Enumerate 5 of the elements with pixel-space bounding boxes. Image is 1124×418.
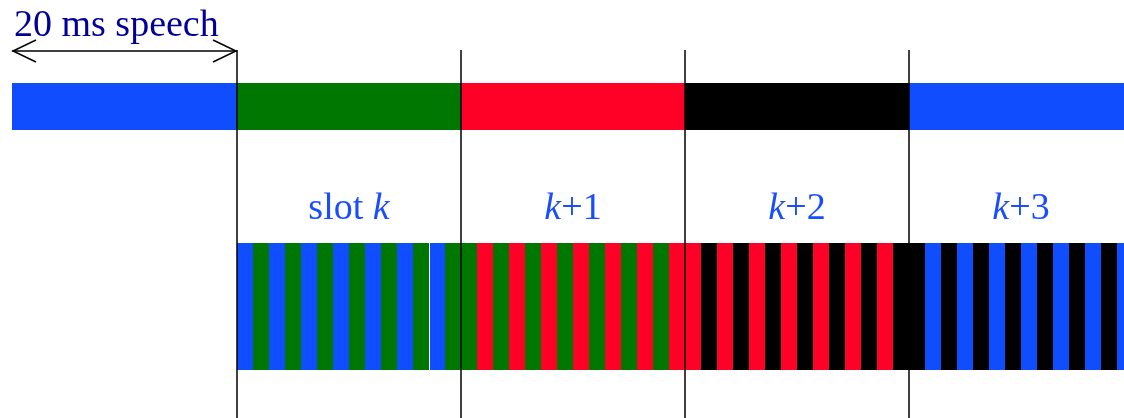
slot-label: k+3 <box>992 187 1050 225</box>
slot-label: slot k <box>308 187 390 225</box>
slot-label: k+1 <box>544 187 602 225</box>
dimension-label: 20 ms speech <box>14 4 219 42</box>
slot-label: k+2 <box>768 187 826 225</box>
